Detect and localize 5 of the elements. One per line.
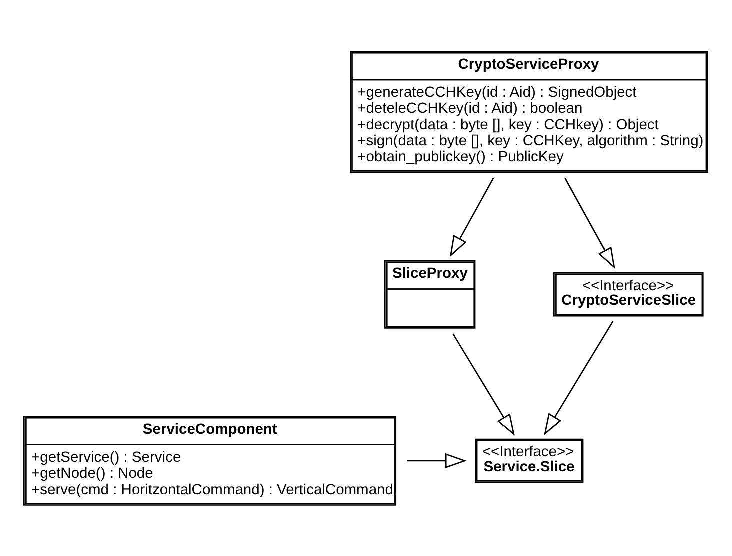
arrow	[450, 178, 494, 257]
arrow	[452, 333, 515, 436]
arrow	[407, 452, 467, 468]
arrow	[564, 178, 616, 269]
arrow	[544, 320, 614, 435]
